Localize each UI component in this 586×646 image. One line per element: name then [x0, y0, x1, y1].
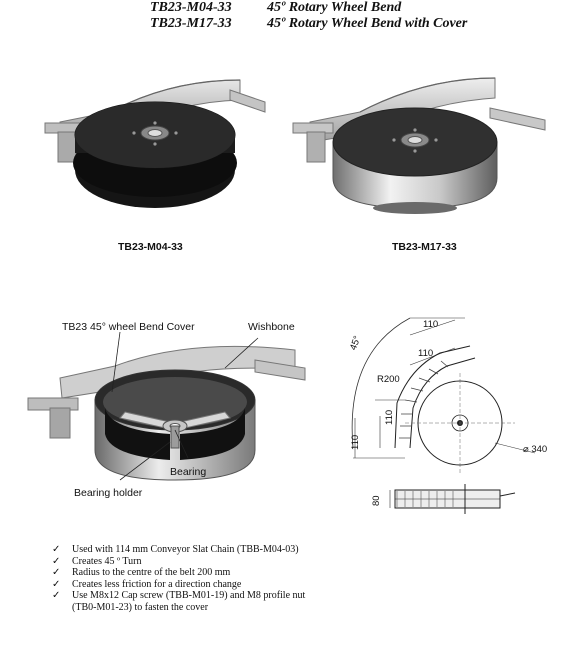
- dim-radius: R200: [377, 374, 400, 385]
- product-image-m04: [44, 79, 266, 208]
- feature-item: ✓ Use M8x12 Cap screw (TBB-M01-19) and M8…: [52, 590, 312, 613]
- header-desc-1: 45º Rotary Wheel Bend: [267, 0, 401, 16]
- check-icon: ✓: [52, 544, 61, 555]
- feature-item: ✓ Creates less friction for a direction c…: [52, 579, 312, 591]
- feature-item: ✓ Used with 114 mm Conveyor Slat Chain (T…: [52, 544, 312, 556]
- label-cover: TB23 45° wheel Bend Cover: [62, 321, 195, 333]
- check-icon: ✓: [52, 578, 61, 590]
- feature-text: Radius to the centre of the belt 200 mm: [72, 567, 231, 578]
- feature-text: Used with 114 mm Conveyor Slat Chain (TB…: [72, 544, 299, 555]
- caption-m04: TB23-M04-33: [118, 241, 183, 253]
- feature-list: ✓ Used with 114 mm Conveyor Slat Chain (T…: [52, 544, 312, 613]
- exploded-view-image: [27, 331, 306, 481]
- header-row-1: TB23-M04-33: [150, 0, 232, 16]
- feature-text: Creates 45 º Turn: [72, 555, 142, 567]
- label-wishbone: Wishbone: [248, 321, 295, 333]
- header-code-1: TB23-M04-33: [150, 0, 232, 15]
- header-row-2: TB23-M17-33: [150, 16, 232, 32]
- feature-item: ✓ Creates 45 º Turn: [52, 556, 312, 568]
- dim-inner: 110: [384, 409, 395, 425]
- dim-mid: 110: [418, 348, 434, 359]
- check-icon: ✓: [52, 590, 61, 601]
- header-desc-2: 45º Rotary Wheel Bend with Cover: [267, 16, 467, 32]
- dim-top: 110: [423, 319, 439, 330]
- check-icon: ✓: [52, 555, 61, 567]
- dim-left: 110: [350, 434, 361, 450]
- feature-text: Creates less friction for a direction ch…: [72, 578, 242, 590]
- caption-m17: TB23-M17-33: [392, 241, 457, 253]
- check-icon: ✓: [52, 567, 61, 578]
- label-bearing-holder: Bearing holder: [74, 487, 143, 499]
- product-image-m17: [292, 77, 546, 214]
- header-desc-1-text: 45º Rotary Wheel Bend: [267, 0, 402, 15]
- technical-drawing: [351, 317, 536, 514]
- header-desc-2-text: 45º Rotary Wheel Bend with Cover: [267, 16, 468, 31]
- header-code-2: TB23-M17-33: [150, 16, 232, 31]
- label-bearing: Bearing: [170, 466, 207, 478]
- dim-diameter-value: 340: [531, 444, 548, 455]
- feature-item: ✓ Radius to the centre of the belt 200 mm: [52, 567, 312, 579]
- dim-height: 80: [371, 495, 382, 506]
- dim-diameter: ⌀ 340: [523, 444, 548, 455]
- feature-text: Use M8x12 Cap screw (TBB-M01-19) and M8 …: [72, 590, 306, 613]
